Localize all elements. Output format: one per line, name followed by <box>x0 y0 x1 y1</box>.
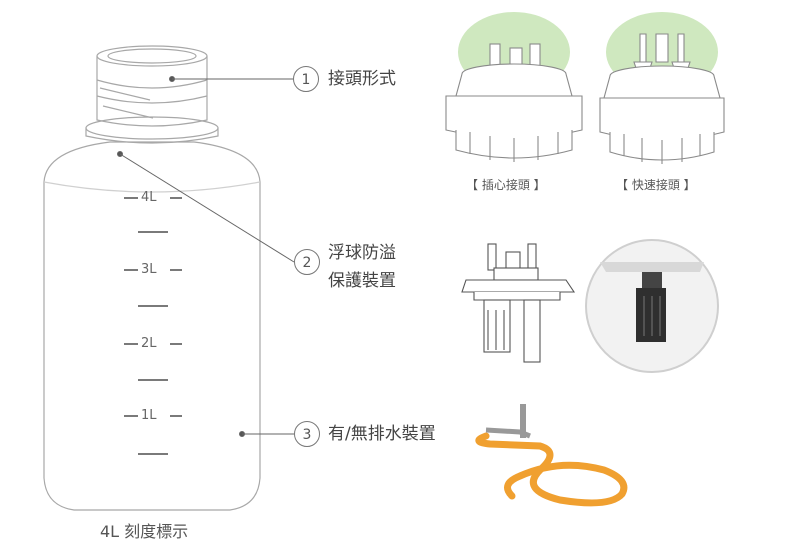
quick-connector-cap <box>599 12 725 164</box>
float-detail-zoom <box>585 239 719 373</box>
scale-label-4l: 4L <box>141 190 157 205</box>
scale-label-3l: 3L <box>141 262 157 277</box>
bottle-caption: 4L 刻度標示 <box>100 522 189 541</box>
leader-line-2 <box>119 153 295 263</box>
callout-label-float-line1: 浮球防溢 <box>328 243 396 263</box>
caption-insert-connector: 【 插心接頭 】 <box>466 178 546 192</box>
callout-number-2: 2 <box>294 249 320 275</box>
insert-connector-cap <box>445 12 583 162</box>
callout-label-float-line2: 保護裝置 <box>328 271 396 291</box>
scale-label-2l: 2L <box>141 336 157 351</box>
caption-quick-connector: 【 快速接頭 】 <box>616 178 696 192</box>
callout-number-1: 1 <box>293 66 319 92</box>
callout-label-drain: 有/無排水裝置 <box>328 424 436 444</box>
leader-lines <box>117 76 295 437</box>
drain-tube <box>475 404 628 507</box>
bottle <box>43 45 261 511</box>
callout-number-3: 3 <box>294 421 320 447</box>
bottle-scale <box>124 197 182 455</box>
float-valve-cap <box>461 243 576 363</box>
callout-label-connector-type: 接頭形式 <box>328 69 396 89</box>
scale-label-1l: 1L <box>141 408 157 423</box>
